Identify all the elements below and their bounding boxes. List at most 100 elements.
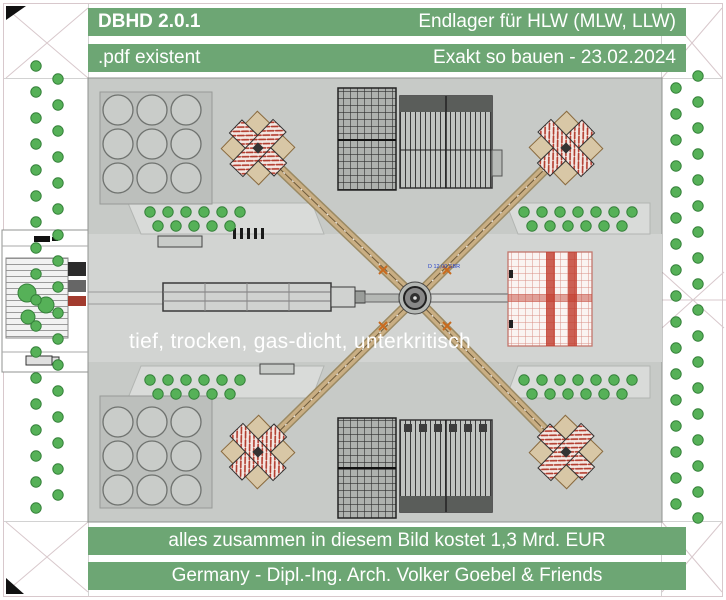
tree-dot bbox=[30, 346, 42, 358]
tree-dot bbox=[518, 206, 530, 218]
tree-dot bbox=[608, 206, 620, 218]
tree-dot bbox=[30, 398, 42, 410]
tree-dot bbox=[52, 73, 64, 85]
tree-dot bbox=[52, 463, 64, 475]
tree-dot-grid bbox=[30, 60, 704, 524]
tree-dot bbox=[234, 374, 246, 386]
tree-dot bbox=[30, 320, 42, 332]
tree-dot bbox=[30, 450, 42, 462]
tree-dot bbox=[544, 388, 556, 400]
tree-dot bbox=[580, 388, 592, 400]
tree-dot bbox=[144, 374, 156, 386]
tree-dot bbox=[580, 220, 592, 232]
tree-dot bbox=[30, 216, 42, 228]
tree-dot bbox=[52, 385, 64, 397]
tree-dot bbox=[670, 472, 682, 484]
corner-mark-icons bbox=[6, 6, 26, 594]
building-grid-bottom bbox=[337, 417, 397, 519]
tree-dot bbox=[670, 238, 682, 250]
tree-dot bbox=[52, 411, 64, 423]
tree-dot bbox=[692, 226, 704, 238]
tree-dot bbox=[670, 134, 682, 146]
tree-dot bbox=[692, 122, 704, 134]
tree-dot bbox=[670, 264, 682, 276]
tree-dot bbox=[52, 281, 64, 293]
cost-banner: alles zusammen in diesem Bild kostet 1,3… bbox=[88, 527, 686, 555]
tree-dot bbox=[670, 394, 682, 406]
tree-dot bbox=[30, 294, 42, 306]
tree-dot bbox=[52, 125, 64, 137]
survey-cross-marks bbox=[378, 265, 452, 331]
tree-dot bbox=[616, 388, 628, 400]
tree-dot bbox=[598, 388, 610, 400]
tree-dot bbox=[206, 388, 218, 400]
tree-dot bbox=[52, 177, 64, 189]
tree-dot bbox=[52, 489, 64, 501]
drill-machine-bottom-left bbox=[220, 414, 296, 490]
pdf-status-label: .pdf existent bbox=[98, 47, 201, 68]
tree-dot bbox=[536, 374, 548, 386]
tree-dot bbox=[692, 96, 704, 108]
tree-dot bbox=[224, 220, 236, 232]
tree-dot bbox=[692, 70, 704, 82]
tree-dot bbox=[590, 206, 602, 218]
tank-cluster-top bbox=[99, 91, 213, 205]
building-grid-top bbox=[337, 87, 397, 191]
tree-dot bbox=[692, 408, 704, 420]
tree-dot bbox=[30, 502, 42, 514]
tree-dot bbox=[162, 206, 174, 218]
tree-dot bbox=[670, 446, 682, 458]
tree-dot bbox=[198, 374, 210, 386]
credit-banner: Germany - Dipl.-Ing. Arch. Volker Goebel… bbox=[88, 562, 686, 590]
tree-dot bbox=[52, 229, 64, 241]
plan-watermark: tief, trocken, gas-dicht, unterkritisch bbox=[129, 330, 471, 353]
tree-dot bbox=[692, 278, 704, 290]
tree-dot bbox=[692, 382, 704, 394]
tree-dot bbox=[30, 476, 42, 488]
handling-building bbox=[507, 251, 593, 347]
tree-dot bbox=[608, 374, 620, 386]
building-stripe-bottom bbox=[399, 419, 493, 513]
tree-dot bbox=[30, 242, 42, 254]
tree-dot bbox=[670, 212, 682, 224]
tree-dot bbox=[170, 388, 182, 400]
tree-dot bbox=[572, 374, 584, 386]
tree-dot bbox=[670, 160, 682, 172]
tree-dot bbox=[670, 290, 682, 302]
transport-vehicle bbox=[162, 282, 400, 312]
status-banner: .pdf existent Exakt so bauen - 23.02.202… bbox=[88, 44, 686, 72]
tree-dot bbox=[518, 374, 530, 386]
tree-dot bbox=[30, 138, 42, 150]
tree-dot bbox=[30, 190, 42, 202]
shaft-diameter-label: D 12,00 SBR bbox=[428, 264, 460, 270]
tree-dot bbox=[30, 268, 42, 280]
tree-dot bbox=[30, 60, 42, 72]
tree-dot bbox=[30, 424, 42, 436]
tree-dot bbox=[52, 203, 64, 215]
tree-dot bbox=[670, 186, 682, 198]
tree-dot bbox=[692, 486, 704, 498]
tree-dot bbox=[52, 151, 64, 163]
tree-dot bbox=[30, 372, 42, 384]
tree-dot bbox=[626, 374, 638, 386]
tree-dot bbox=[616, 220, 628, 232]
tree-dot bbox=[188, 220, 200, 232]
tree-dot bbox=[152, 220, 164, 232]
drill-machine-top-right bbox=[528, 110, 604, 186]
tree-dot bbox=[52, 307, 64, 319]
site-equipment-marks bbox=[157, 228, 295, 375]
title-banner: DBHD 2.0.1 Endlager für HLW (MLW, LLW) bbox=[88, 8, 686, 36]
tree-dot bbox=[144, 206, 156, 218]
tree-dot bbox=[554, 206, 566, 218]
tree-dot bbox=[626, 206, 638, 218]
tree-dot bbox=[670, 368, 682, 380]
project-subtitle: Endlager für HLW (MLW, LLW) bbox=[418, 11, 676, 32]
tree-dot bbox=[206, 220, 218, 232]
tree-dot bbox=[198, 206, 210, 218]
shaft-building-link bbox=[431, 293, 508, 303]
project-title: DBHD 2.0.1 bbox=[98, 11, 201, 32]
tree-dot bbox=[670, 420, 682, 432]
tree-dot bbox=[692, 434, 704, 446]
tree-dot bbox=[692, 304, 704, 316]
